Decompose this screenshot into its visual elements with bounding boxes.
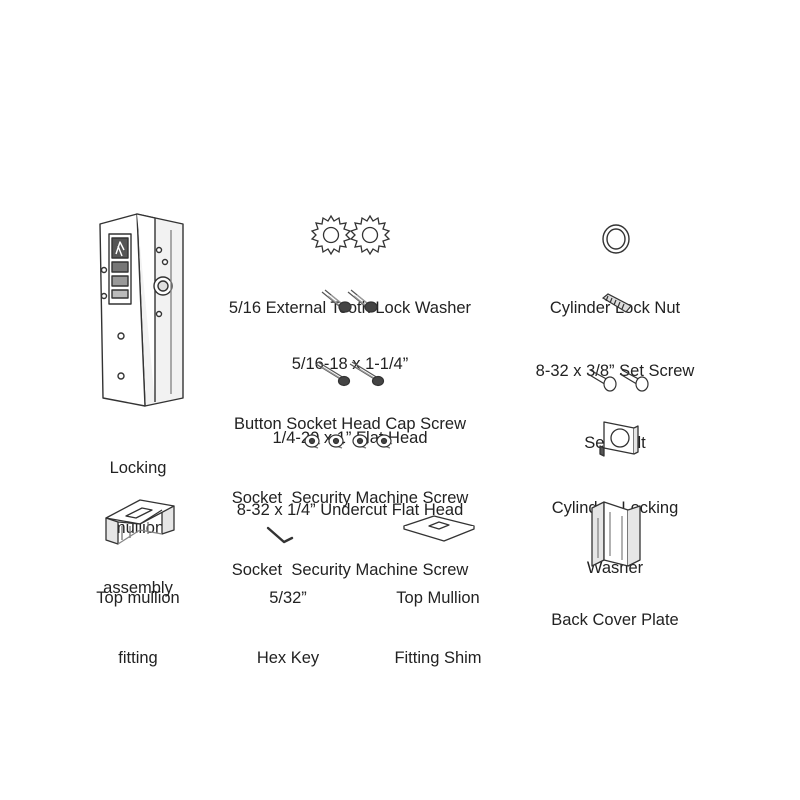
fitting-shim-illustration (402, 514, 476, 544)
hex-key-illustration (262, 520, 298, 548)
button-socket-screw-illustration (318, 288, 384, 314)
undercut-screw-label: 8-32 x 1/4” Undercut Flat Head Socket Se… (231, 501, 469, 579)
locking-mullion-assembly-illustration (95, 210, 185, 410)
back-cover-plate-label: Back Cover Plate (551, 611, 679, 629)
fitting-shim-label: Top Mullion Fitting Shim (394, 589, 482, 667)
top-mullion-fitting-illustration (100, 490, 180, 545)
hex-key-label: 5/32” Hex Key (256, 589, 320, 667)
undercut-screw-illustration (302, 432, 398, 454)
back-cover-plate-illustration (588, 498, 644, 568)
cylinder-locking-washer-illustration (596, 418, 640, 458)
cylinder-lock-nut-illustration (600, 222, 632, 256)
flat-head-screw-label: 1/4-20 x 1” Flat Head Socket Security Ma… (231, 429, 469, 507)
lock-washer-illustration (310, 214, 392, 256)
top-mullion-fitting-label: Top mullion fitting (96, 589, 180, 667)
set-screw-label: 8-32 x 3/8” Set Screw (535, 362, 695, 380)
sex-bolt-illustration (584, 368, 656, 394)
button-socket-screw-label: 5/16-18 x 1-1/4” Button Socket Head Cap … (233, 355, 467, 433)
set-screw-illustration (600, 292, 634, 316)
flat-head-screw-illustration (312, 360, 388, 388)
